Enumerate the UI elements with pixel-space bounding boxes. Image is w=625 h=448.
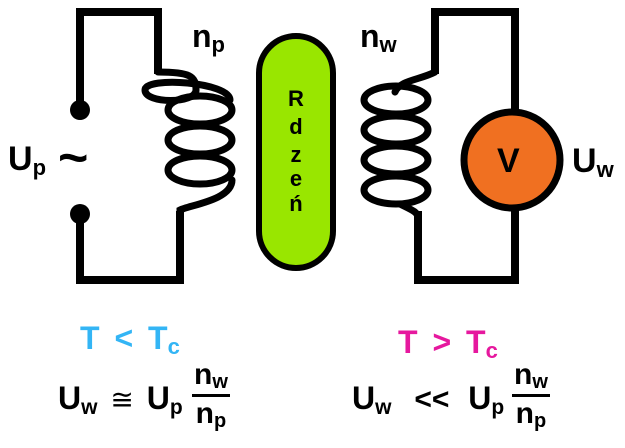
secondary-turns-label: nw [360,18,397,57]
primary-turns-label: np [192,18,225,57]
right-temperature-condition: T > Tc [398,324,498,363]
left-formula-lhs: Uw ≅ Up [58,380,183,419]
secondary-top-wire [431,8,519,124]
right-formula-lhs: Uw << Up [352,380,505,419]
primary-terminal-bottom [70,204,90,224]
core-letter-4: e [289,166,303,191]
core-letter-5: ń [289,191,303,216]
ac-source-symbol: ~ [58,129,89,187]
primary-bottom-wire [76,210,184,284]
left-temperature-condition: T < Tc [80,320,180,359]
core-letter-3: z [290,142,302,167]
primary-top-wire [76,8,162,112]
voltmeter-label: V [497,142,520,180]
core-letter-2: d [289,114,303,139]
right-ratio-denominator: np [515,397,547,432]
core-letter-1: R [288,86,304,111]
voltmeter [460,108,564,212]
primary-coil [141,68,236,222]
secondary-coil [360,68,439,222]
right-ratio-numerator: nw [512,360,550,397]
iron-core [256,33,336,271]
right-formula-ratio: nw np [512,360,550,431]
left-ratio-numerator: nw [192,360,230,397]
left-formula-ratio: nw np [192,360,230,431]
primary-voltage-label: Up [8,140,47,180]
left-ratio-denominator: np [195,397,227,432]
secondary-bottom-wire [414,201,519,284]
primary-terminal-top [70,100,90,120]
secondary-voltage-label: Uw [572,142,614,182]
